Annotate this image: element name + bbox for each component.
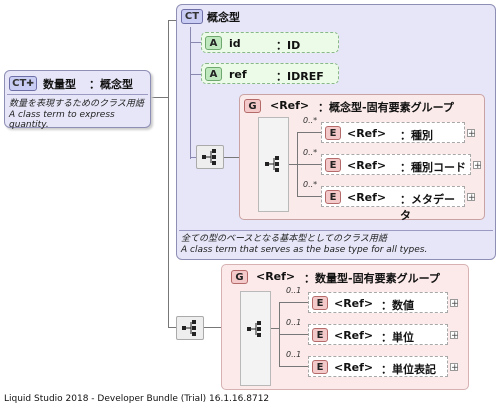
- quantity-group-box[interactable]: G <Ref> ：数量型-固有要素グループ 0..1 E <Ref> ：数値 +…: [221, 264, 469, 390]
- occurrence-label: 0..*: [303, 116, 318, 125]
- element-ref: <Ref>: [347, 127, 387, 140]
- root-type-base: ：概念型: [89, 78, 133, 91]
- connector-line: [151, 97, 169, 98]
- concept-desc-en: A class term that serves as the base typ…: [181, 245, 428, 255]
- occurrence-label: 0..1: [286, 318, 302, 327]
- concept-type-title: 概念型: [207, 11, 240, 24]
- element-badge: E: [325, 190, 341, 204]
- element-name: ：メタデータ: [400, 193, 455, 222]
- connector-line: [297, 132, 321, 133]
- complex-type-badge: CT✚: [9, 76, 37, 91]
- occurrence-label: 0..*: [303, 180, 318, 189]
- expand-icon[interactable]: +: [450, 299, 459, 309]
- occurrence-label: 0..1: [286, 350, 302, 359]
- expand-icon[interactable]: +: [450, 331, 459, 341]
- root-desc-ja: 数量を表現するためのクラス用語: [9, 99, 144, 109]
- divider: [7, 94, 148, 95]
- expand-icon[interactable]: +: [450, 363, 459, 373]
- element-name: ：単位表記: [381, 363, 436, 376]
- element-ref: <Ref>: [334, 361, 374, 374]
- sequence-compositor[interactable]: [176, 316, 204, 340]
- element-name: ：種別コード: [400, 161, 466, 174]
- attribute-badge: A: [205, 67, 222, 81]
- footer-text: Liquid Studio 2018 - Developer Bundle (T…: [4, 394, 270, 404]
- attribute-name: id: [229, 37, 241, 50]
- connector-line: [204, 327, 221, 328]
- sequence-compositor[interactable]: [196, 145, 224, 169]
- element-unit-notation[interactable]: E <Ref> ：単位表記: [308, 356, 448, 377]
- attribute-id[interactable]: A id ：ID: [201, 32, 339, 53]
- element-badge: E: [312, 360, 328, 374]
- connector-line: [297, 164, 321, 165]
- element-name: ：数値: [381, 299, 414, 312]
- root-type-name: 数量型: [43, 78, 76, 91]
- connector-line: [168, 20, 176, 21]
- group-name: ：概念型-固有要素グループ: [318, 101, 454, 114]
- expand-icon: ✚: [26, 79, 34, 89]
- element-badge: E: [325, 158, 341, 172]
- connector-line: [224, 157, 240, 158]
- element-value[interactable]: E <Ref> ：数値: [308, 292, 448, 313]
- expand-icon[interactable]: +: [467, 129, 476, 139]
- sequence-compositor[interactable]: [258, 117, 289, 212]
- expand-icon[interactable]: +: [467, 193, 476, 203]
- element-ref: <Ref>: [347, 159, 387, 172]
- attribute-badge: A: [205, 36, 222, 50]
- root-desc-en: A class term to express quantity.: [9, 110, 115, 130]
- element-name: ：種別: [400, 129, 433, 142]
- connector-line: [289, 164, 297, 165]
- divider: [179, 230, 493, 231]
- sequence-compositor[interactable]: [240, 291, 271, 386]
- complex-type-badge: CT: [181, 9, 203, 24]
- concept-desc-ja: 全ての型のベースとなる基本型としてのクラス用語: [181, 234, 387, 244]
- element-name: ：単位: [381, 331, 414, 344]
- attribute-type: ：IDREF: [276, 70, 324, 83]
- group-name: ：数量型-固有要素グループ: [304, 272, 440, 285]
- element-ref: <Ref>: [334, 297, 374, 310]
- group-badge: G: [231, 270, 248, 284]
- expand-icon[interactable]: +: [473, 161, 482, 171]
- attribute-name: ref: [229, 68, 247, 81]
- connector-line: [190, 42, 204, 43]
- element-kind[interactable]: E <Ref> ：種別: [321, 122, 465, 143]
- connector-line: [190, 74, 204, 75]
- sequence-icon: [265, 156, 279, 172]
- sequence-icon: [247, 321, 261, 337]
- element-badge: E: [312, 328, 328, 342]
- connector-line: [271, 328, 279, 329]
- concept-type-box[interactable]: CT 概念型 A id ：ID A ref ：IDREF G <Ref> ：概念…: [176, 4, 496, 260]
- attribute-type: ：ID: [276, 39, 301, 52]
- group-ref: <Ref>: [270, 99, 310, 112]
- connector-line: [190, 27, 191, 159]
- concept-group-box[interactable]: G <Ref> ：概念型-固有要素グループ 0..* E <Ref> ：種別 +: [239, 94, 485, 222]
- badge-label: CT: [12, 78, 27, 89]
- group-badge: G: [244, 99, 261, 113]
- element-badge: E: [325, 126, 341, 140]
- element-ref: <Ref>: [334, 329, 374, 342]
- sequence-icon: [202, 149, 216, 165]
- connector-line: [190, 157, 196, 158]
- connector-line: [279, 366, 308, 367]
- sequence-icon: [182, 320, 196, 336]
- connector-line: [297, 196, 321, 197]
- element-ref: <Ref>: [347, 191, 387, 204]
- connector-line: [279, 334, 308, 335]
- root-type-box[interactable]: CT✚ 数量型 ：概念型 数量を表現するためのクラス用語 A class ter…: [4, 70, 151, 130]
- connector-line: [168, 327, 176, 328]
- connector-line: [168, 20, 169, 328]
- group-ref: <Ref>: [256, 270, 296, 283]
- attribute-ref[interactable]: A ref ：IDREF: [201, 63, 339, 84]
- element-badge: E: [312, 296, 328, 310]
- occurrence-label: 0..*: [303, 148, 318, 157]
- element-unit[interactable]: E <Ref> ：単位: [308, 324, 448, 345]
- occurrence-label: 0..1: [286, 286, 302, 295]
- connector-line: [279, 302, 308, 303]
- element-metadata[interactable]: E <Ref> ：メタデータ: [321, 186, 465, 222]
- element-kind-code[interactable]: E <Ref> ：種別コード: [321, 154, 471, 175]
